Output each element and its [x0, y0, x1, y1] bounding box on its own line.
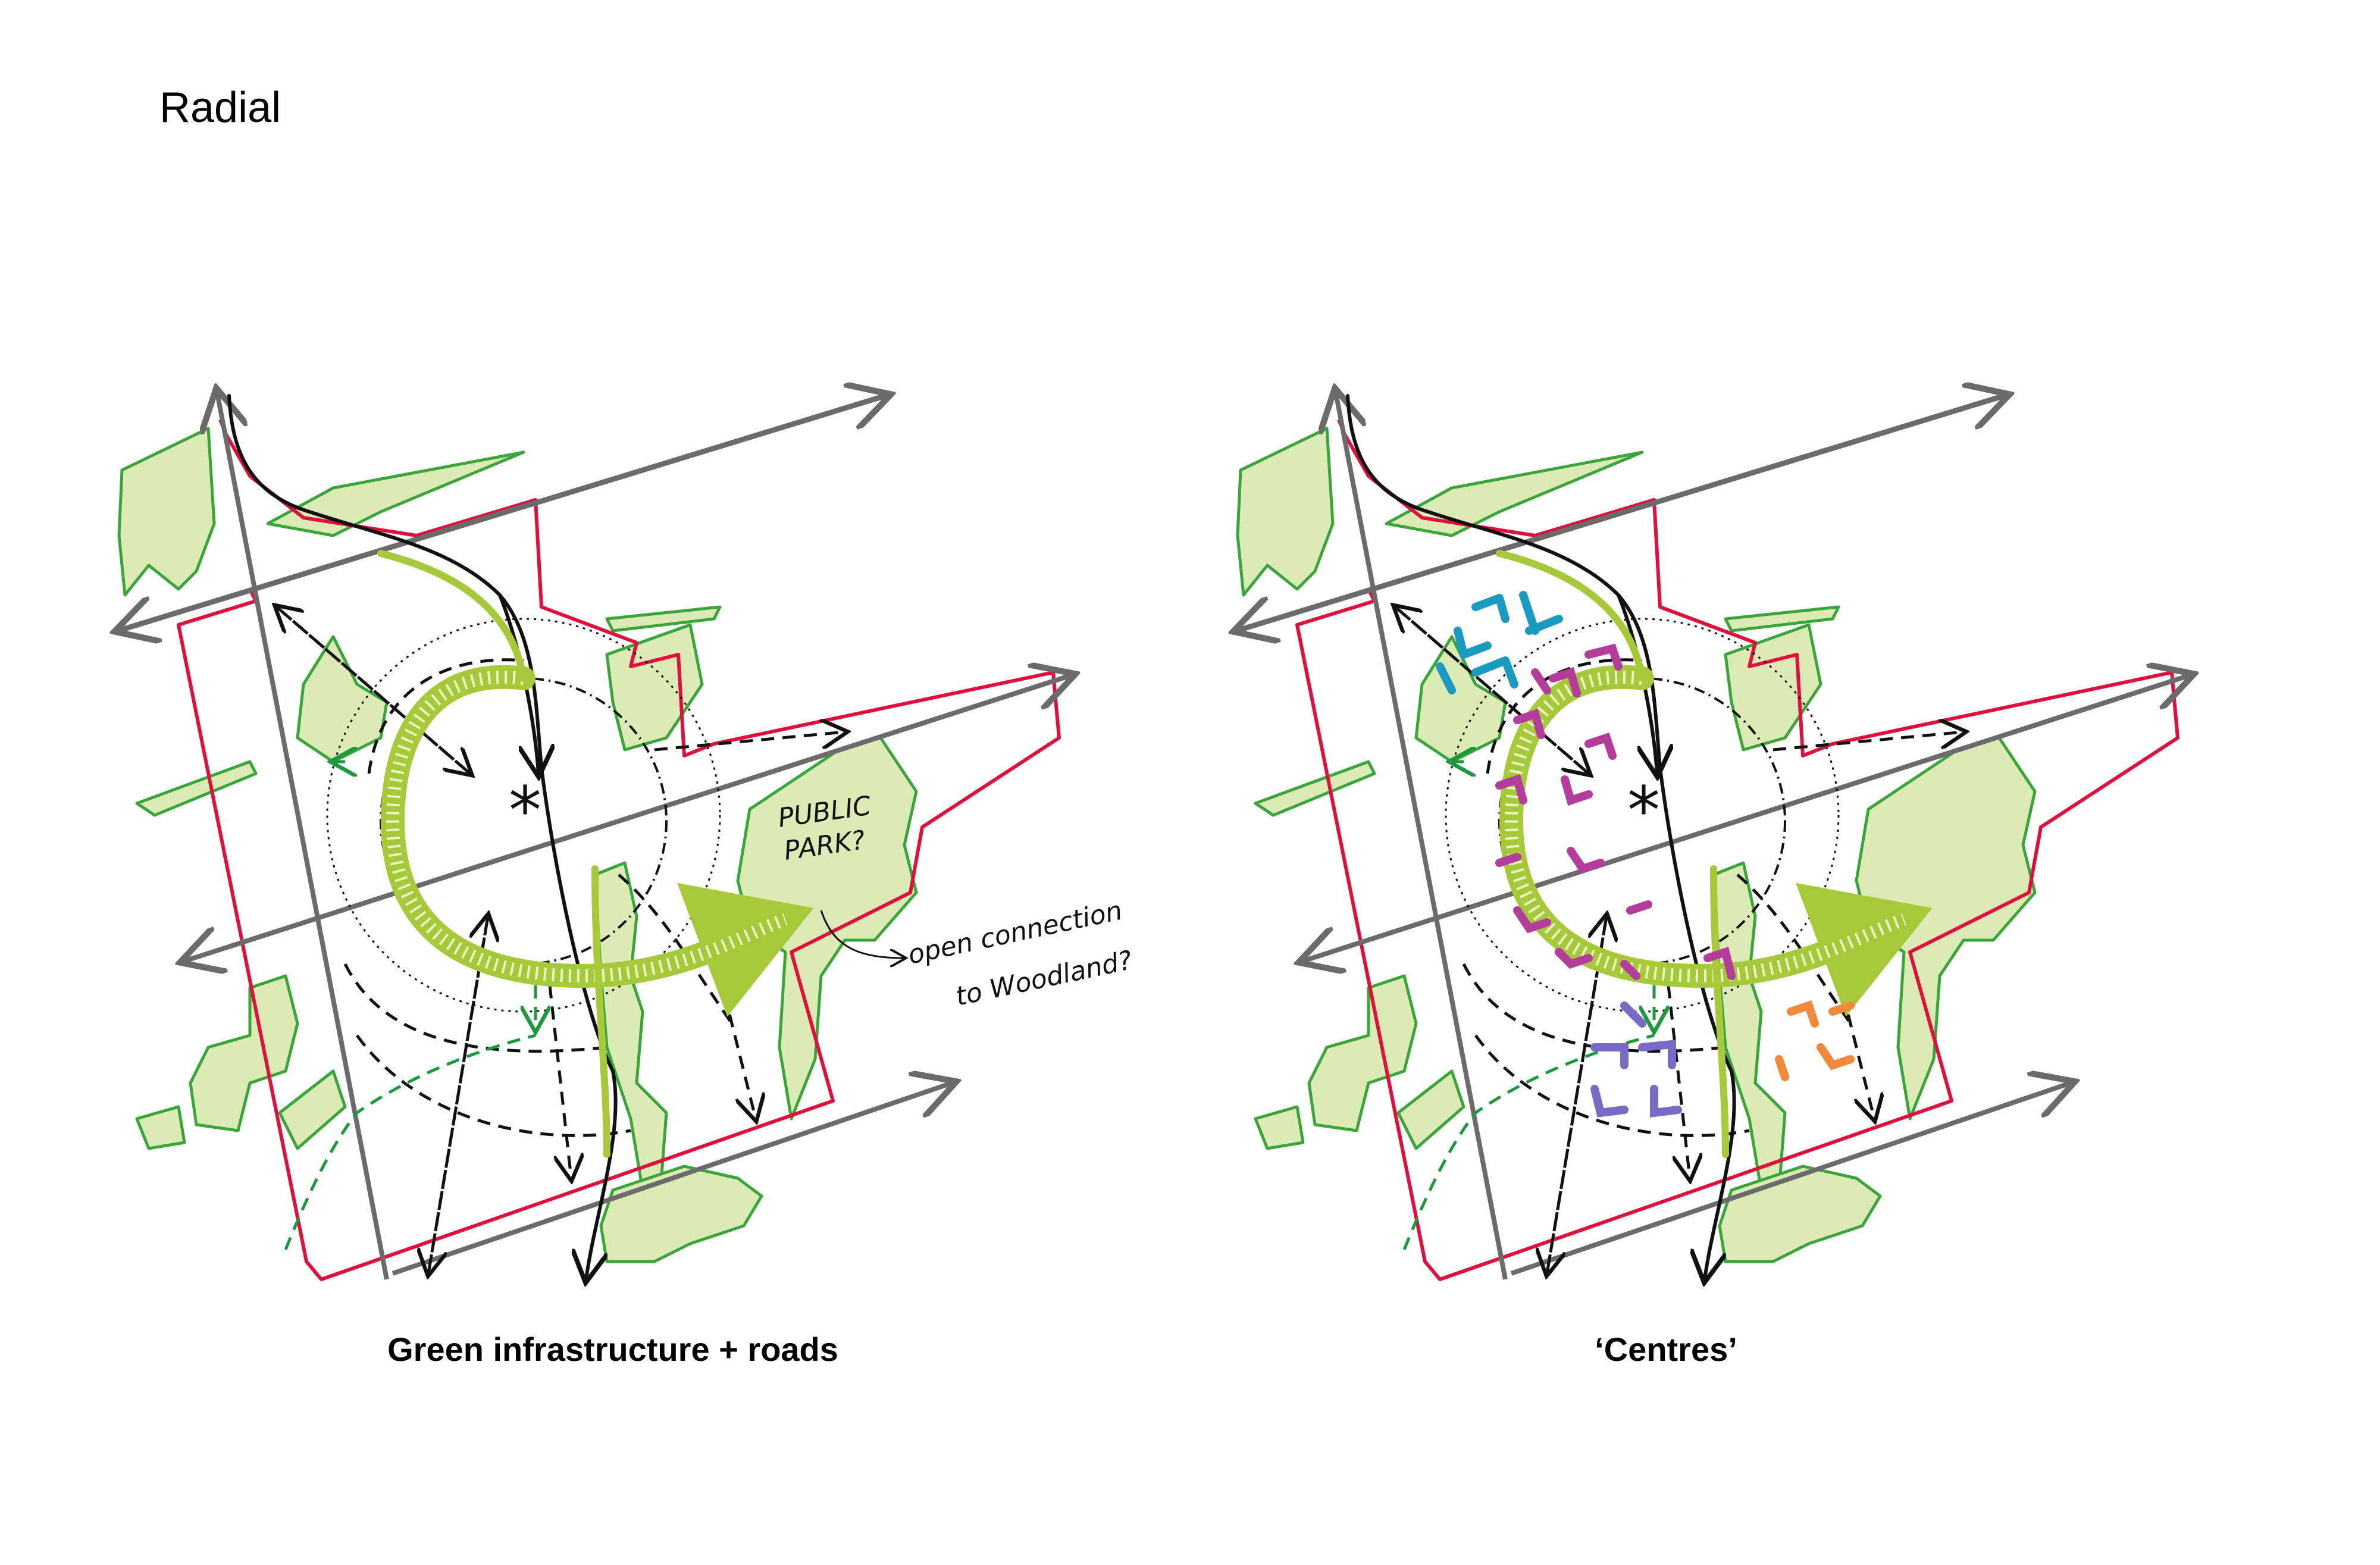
panel-green-infrastructure: * PUBLIC PARK? open connection to Woodla…	[119, 393, 1135, 1279]
caption-centres: ‘Centres’	[1595, 1331, 1737, 1368]
page-title: Radial	[159, 84, 281, 132]
centre-cyan	[1436, 591, 1563, 694]
panel-centres: *	[1238, 393, 2190, 1279]
centre-magenta	[1495, 643, 1736, 980]
centre-symbol: *	[509, 772, 541, 849]
connection-pointer	[820, 910, 904, 958]
centre-symbol: *	[1627, 772, 1660, 849]
centre-purple	[1590, 1001, 1682, 1118]
caption-green-infrastructure: Green infrastructure + roads	[387, 1331, 838, 1368]
centre-orange	[1775, 1000, 1855, 1081]
